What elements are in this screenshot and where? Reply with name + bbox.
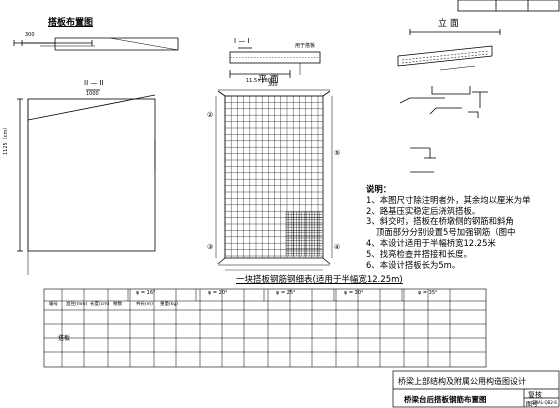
table-row-label: 搭板 [58,335,71,342]
title-block-drawing: 桥梁台后搭板钢筋布置图 [404,395,487,404]
note-line: 4、本设计适用于半幅桥宽12.25米 [366,237,496,248]
rebar-label-right: ⑤ [334,149,341,157]
section-1-note: 用于搭板 [295,43,316,49]
section-1-label: I — I [234,37,250,45]
title-block-review: 复核 [528,391,542,399]
rebar-label-bottom-left: ③ [207,243,214,251]
note-line: 2、路基压实稳定后浇筑搭板。 [366,205,481,216]
title-frame-corner [457,0,560,12]
table-sub-header: 重量(kg) [160,302,178,307]
rebar-label-bottom-right: ④ [334,243,341,251]
section-2-width: 1000 [86,91,99,97]
table-group-header: φ = 25° [276,290,296,296]
rebar-table-lines [43,288,487,368]
note-line: 顶面部分分别设置5号加强钢筋（图中 [376,227,516,238]
layout-view-title: 搭板布置图 [48,18,94,28]
rebar-table-title: 一块搭板钢筋钢细表(适用于半幅宽12.25m) [236,275,403,285]
title-block-lines [392,370,560,408]
note-line: 6、本设计搭板长为5m。 [366,259,461,270]
table-group-header: φ = 35° [418,290,438,296]
elevation-view-title: 立 面 [438,19,459,29]
table-sub-header: 直径(mm) [66,302,88,307]
elevation-slab-top [397,45,493,57]
title-block-drawing-no-label: 图号 [526,401,539,408]
plan-view-title: 平 面 [258,75,279,85]
design-notes: 说明： 1、本图尺寸除注明者外，其余均以厘米为单 2、路基压实稳定后浇筑搭板。 … [366,184,530,270]
plan-dense-zone [285,211,322,256]
section-2-label: II — II [84,79,104,87]
title-block-drawing-no: SMAL-QB2-6 [532,400,557,405]
section-1-width: 11.5×1000 [246,78,275,84]
note-line: 5、找亮检查井搭接和长度。 [366,248,472,259]
rebar-label-left: ② [207,111,214,119]
title-block-project: 桥梁上部结构及附属公用构造图设计 [398,377,526,386]
rebar-detail-2 [399,97,445,104]
table-sub-header: 长度(cm) [90,302,110,307]
table-group-header: φ = 30° [344,290,364,296]
rebar-detail-1 [431,86,471,95]
plan-rebar-grid [224,95,323,258]
table-sub-header: 根数 [113,302,122,307]
table-group-header: φ = 16° [136,290,156,296]
table-sub-header: 编号 [49,302,58,307]
table-sub-header: 共长(m) [136,302,153,307]
section-2-side-len: 1125（cm） [3,124,9,155]
notes-heading: 说明： [366,184,392,194]
note-line: 1、本图尺寸除注明者外，其余均以厘米为单 [366,194,531,205]
note-line: 3、斜交时，搭板在桥墩侧的钢筋和斜角 [366,216,514,227]
table-group-header: φ = 20° [208,290,228,296]
plan-dim-top: 300 [268,82,278,88]
layout-dim-top: 300 [25,32,35,38]
sec2-panel [27,98,156,252]
